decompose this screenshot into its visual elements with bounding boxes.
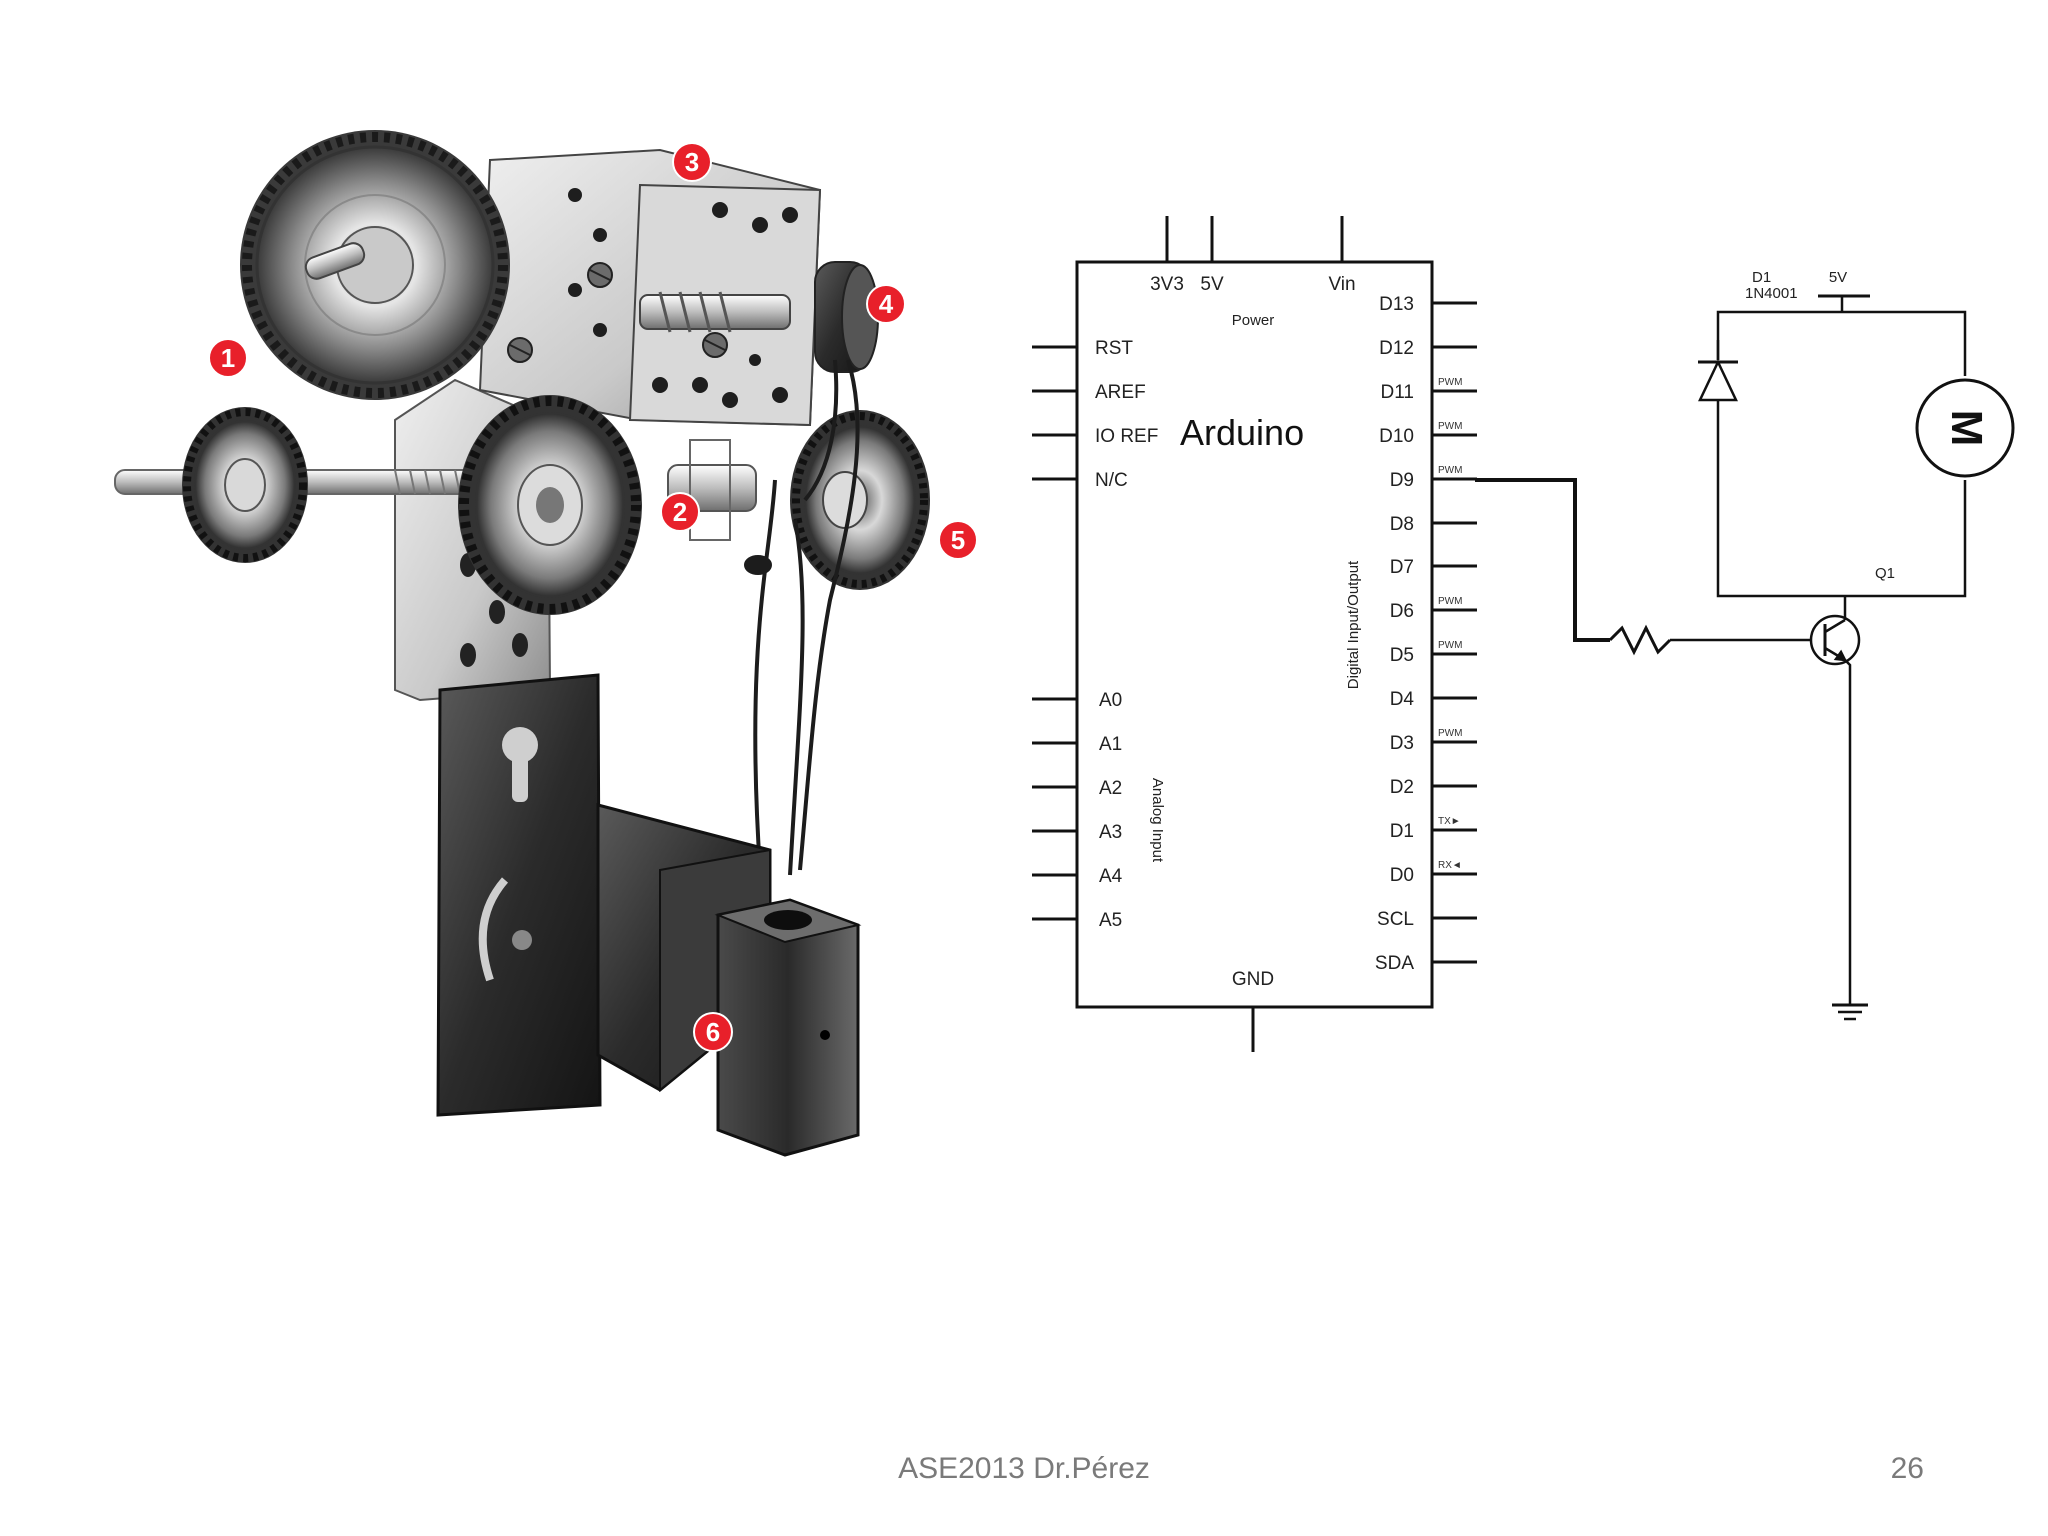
left-small-gear xyxy=(182,407,308,563)
callout-badge xyxy=(693,1012,733,1052)
digital-pin-label: D5 xyxy=(1390,645,1414,666)
digital-pin-label: D12 xyxy=(1379,338,1414,359)
arduino-board-outline xyxy=(1075,260,1434,1009)
analog-pin-label: A2 xyxy=(1099,778,1122,799)
base-resistor xyxy=(1608,624,1672,656)
motor-can xyxy=(814,261,879,373)
digital-pin-label: D11 xyxy=(1381,382,1414,403)
digital-pin-label: D4 xyxy=(1390,689,1415,710)
footer-credit: ASE2013 Dr.Pérez xyxy=(898,1452,1150,1485)
pin-note: PWM xyxy=(1438,728,1462,739)
supply-label: 5V xyxy=(1829,269,1847,286)
digital-pin-label: D3 xyxy=(1390,733,1414,754)
left-pin-label: N/C xyxy=(1095,470,1128,491)
callout-badge xyxy=(660,492,700,532)
motor-driver-circuit: D1 1N4001 5V Q1 M xyxy=(1475,269,2015,1021)
digital-pin-label: D6 xyxy=(1390,601,1414,622)
power-pin-label: 5V xyxy=(1200,274,1224,295)
gearbox-housing xyxy=(478,148,822,427)
left-pin-label: AREF xyxy=(1095,382,1146,403)
ground-symbol xyxy=(1832,1003,1868,1021)
digital-pin-label: D0 xyxy=(1390,865,1414,886)
analog-pin-label: A4 xyxy=(1099,866,1123,887)
digital-pin-label: D2 xyxy=(1390,777,1414,798)
middle-gear xyxy=(458,395,642,615)
digital-pin-label: D10 xyxy=(1379,426,1414,447)
pin-note: TX► xyxy=(1438,816,1461,827)
power-label: Power xyxy=(1232,312,1275,329)
callout-6: 6 xyxy=(693,1012,733,1052)
analog-pin-label: A1 xyxy=(1099,734,1122,755)
transistor-q1 xyxy=(1809,596,1861,666)
transistor-label: Q1 xyxy=(1875,565,1895,582)
motor-assembly-illustration: 1 2 3 4 5 6 xyxy=(114,130,978,1157)
callout-badge xyxy=(208,338,248,378)
slide-number: 26 xyxy=(1890,1452,1924,1485)
diode-low-wire xyxy=(1716,400,1845,598)
gnd-label: GND xyxy=(1232,969,1274,990)
callout-markers: 1 2 3 4 5 6 xyxy=(208,142,978,1052)
digital-pin-label: D13 xyxy=(1379,294,1414,315)
worm-shaft xyxy=(639,291,791,333)
callout-badge xyxy=(672,142,712,182)
motor-wires xyxy=(744,359,860,876)
analog-pin-label: A5 xyxy=(1099,910,1122,931)
pin-note: RX◄ xyxy=(1438,860,1462,871)
callout-4: 4 xyxy=(866,284,906,324)
callout-number: 4 xyxy=(879,289,894,319)
power-pin-label: Vin xyxy=(1328,274,1355,295)
d9-signal-wire xyxy=(1475,478,1610,642)
pin-note: PWM xyxy=(1438,596,1462,607)
motor-symbol xyxy=(1915,378,2015,478)
right-gear xyxy=(790,410,930,590)
callout-3: 3 xyxy=(672,142,712,182)
callout-number: 2 xyxy=(673,497,687,527)
motor-symbol-label: M xyxy=(1942,410,1991,447)
top-rail xyxy=(1716,310,1967,376)
digital-pin-label: SDA xyxy=(1375,953,1414,974)
pin-note: PWM xyxy=(1438,421,1462,432)
collector-wire xyxy=(1845,480,1967,598)
callout-number: 5 xyxy=(951,525,965,555)
left-pin-label: RST xyxy=(1095,338,1133,359)
arduino-title: Arduino xyxy=(1180,412,1304,453)
callout-badge xyxy=(938,520,978,560)
emitter-wire xyxy=(1844,659,1852,1005)
pin-note: PWM xyxy=(1438,377,1462,388)
callout-5: 5 xyxy=(938,520,978,560)
analog-pin-label: A0 xyxy=(1099,690,1122,711)
callout-number: 3 xyxy=(685,147,699,177)
large-gear xyxy=(240,130,510,400)
diode-name-label: D1 xyxy=(1752,269,1771,286)
callout-badge xyxy=(866,284,906,324)
callout-number: 6 xyxy=(706,1017,720,1047)
callout-number: 1 xyxy=(221,343,235,373)
pin-note: PWM xyxy=(1438,640,1462,651)
digital-pin-label: D1 xyxy=(1390,821,1414,842)
digital-io-label: Digital Input/Output xyxy=(1345,560,1362,689)
callout-1: 1 xyxy=(208,338,248,378)
diode-part-label: 1N4001 xyxy=(1745,285,1798,302)
power-pin-label: 3V3 xyxy=(1150,274,1184,295)
pin-note: PWM xyxy=(1438,465,1462,476)
left-pin-label: IO REF xyxy=(1095,426,1158,447)
digital-pin-label: D7 xyxy=(1390,557,1414,578)
diode-d1 xyxy=(1698,340,1738,402)
digital-pin-label: SCL xyxy=(1377,909,1414,930)
lock-plate xyxy=(436,673,602,1117)
callout-2: 2 xyxy=(660,492,700,532)
sensor-block xyxy=(714,898,862,1157)
digital-pin-label: D9 xyxy=(1390,470,1414,491)
digital-pin-label: D8 xyxy=(1390,514,1414,535)
analog-input-label: Analog Input xyxy=(1149,778,1166,863)
analog-pin-label: A3 xyxy=(1099,822,1122,843)
